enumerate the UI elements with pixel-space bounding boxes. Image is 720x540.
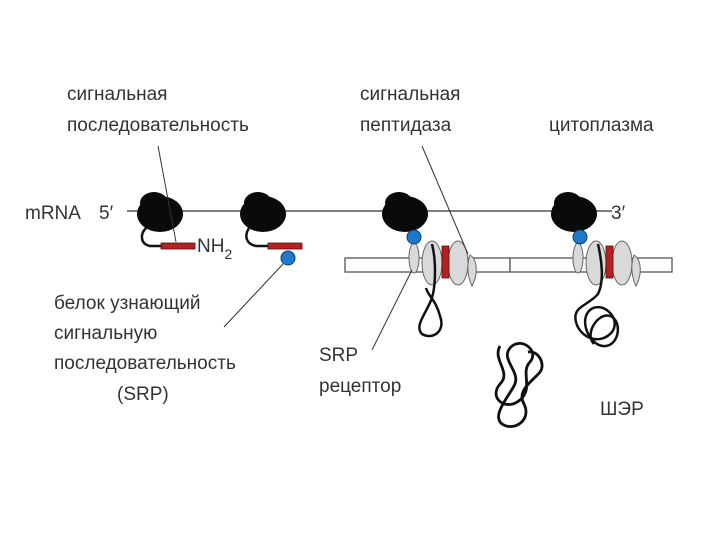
- leader-signal-peptidase: [421, 145, 469, 255]
- signal-peptide-1: [160, 242, 196, 250]
- label-srp-protein-line1: белок узнающий: [54, 293, 200, 314]
- label-srp-receptor-line1: SRP: [319, 345, 358, 366]
- label-srp-protein-line2: сигнальную: [54, 323, 157, 344]
- label-srp-protein: белок узнающий сигнальную последовательн…: [54, 293, 241, 405]
- signal-peptidase-4: [631, 254, 641, 288]
- srp-receptor-3: [408, 242, 420, 274]
- released-folded-protein: [494, 342, 544, 428]
- signal-peptidase-3: [467, 254, 477, 288]
- label-signal-peptidase: сигнальная пептидаза: [360, 84, 466, 136]
- label-signal-sequence-line1: сигнальная: [67, 84, 167, 105]
- label-signal-peptidase-line2: пептидаза: [360, 115, 452, 136]
- polypeptide-chain-4: [574, 243, 619, 348]
- signal-peptide-2: [267, 242, 303, 250]
- srp-particle-4: [572, 229, 588, 245]
- polypeptide-chain-3: [418, 243, 443, 338]
- label-signal-sequence-line2: последовательность: [67, 115, 249, 136]
- nh2-main: NH: [197, 236, 224, 257]
- leader-lines: [157, 145, 469, 351]
- nascent-chain-2: [245, 227, 272, 248]
- label-cytoplasm: цитоплазма: [549, 115, 654, 136]
- nascent-chain-1: [140, 227, 162, 248]
- label-srp-protein-line4: (SRP): [117, 384, 169, 405]
- ribosome-small-subunit-3: [385, 192, 413, 214]
- nh2-label: NH2: [197, 236, 232, 262]
- ribosome-small-subunit-1: [140, 192, 168, 214]
- ribosome-3: [382, 192, 477, 338]
- label-srp-receptor-line2: рецептор: [319, 376, 401, 397]
- label-rough-er: ШЭР: [600, 399, 644, 420]
- ribosome-small-subunit-2: [244, 192, 272, 214]
- label-mrna: mRNA: [25, 203, 81, 224]
- label-signal-sequence: сигнальная последовательность: [67, 84, 249, 136]
- nh2-sub: 2: [224, 246, 232, 262]
- leader-srp-receptor: [371, 269, 413, 351]
- translocon-channel-4b: [611, 240, 633, 286]
- label-srp-protein-line3: последовательность: [54, 353, 236, 374]
- leader-srp-protein: [223, 263, 284, 328]
- srp-receptor-4: [572, 242, 584, 274]
- label-srp-receptor: SRP рецептор: [319, 345, 401, 397]
- ribosome-small-subunit-4: [554, 192, 582, 214]
- srp-particle-2: [280, 250, 296, 266]
- label-three-prime: 3′: [611, 203, 626, 224]
- srp-particle-3: [406, 229, 422, 245]
- label-signal-peptidase-line1: сигнальная: [360, 84, 460, 105]
- label-five-prime: 5′: [99, 203, 114, 224]
- translocon-channel-4a: [585, 240, 607, 286]
- signal-peptide-3: [441, 245, 450, 279]
- ribosome-1: [137, 192, 196, 250]
- leader-signal-sequence: [157, 145, 177, 243]
- signal-peptide-4: [605, 245, 614, 279]
- ribosome-2: [240, 192, 303, 266]
- ribosome-4: [551, 192, 641, 348]
